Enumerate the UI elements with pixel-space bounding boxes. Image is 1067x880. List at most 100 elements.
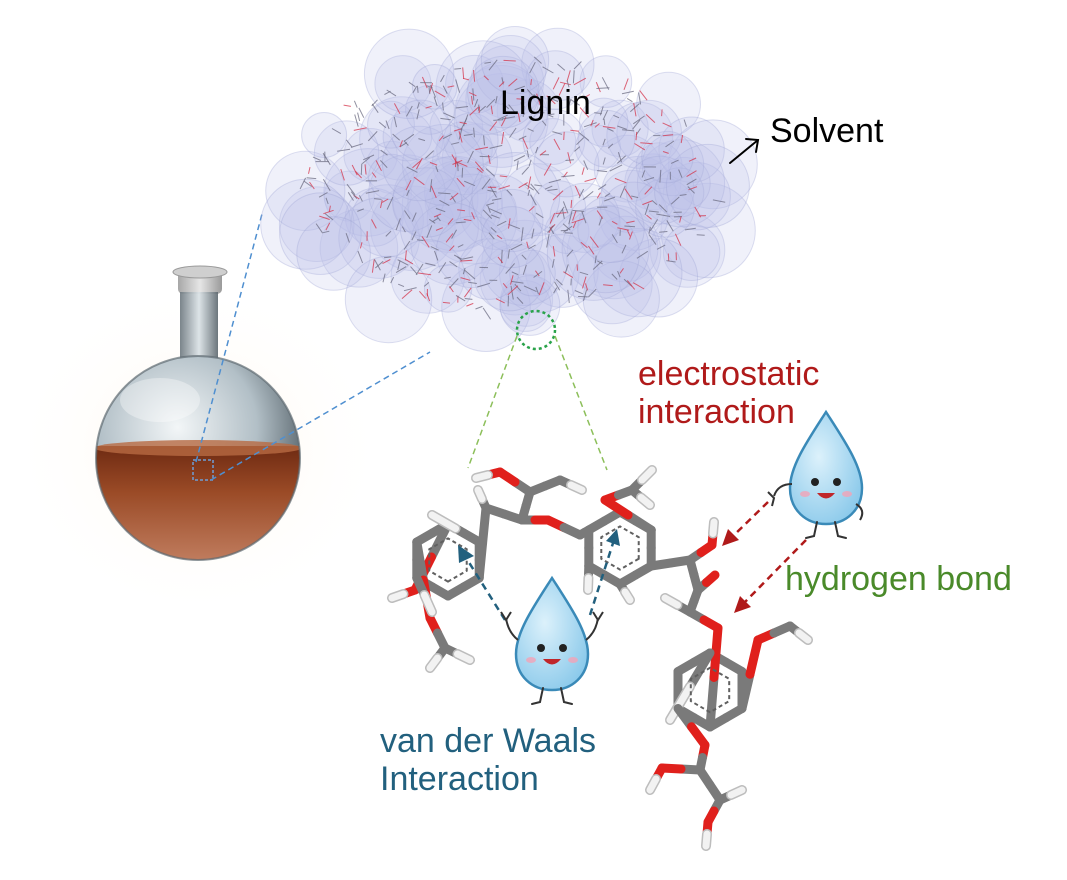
cloud-bond xyxy=(371,219,377,229)
molecule-bond xyxy=(702,570,720,587)
molecule-bond xyxy=(685,648,715,691)
cloud-sphere xyxy=(566,204,662,300)
cloud-bond xyxy=(325,222,331,231)
aromatic-ring-marker xyxy=(600,525,640,571)
cloud-bond xyxy=(489,208,502,215)
cloud-bond xyxy=(475,146,489,151)
molecule-bond xyxy=(474,486,486,503)
cloud-bond xyxy=(354,114,359,127)
cloud-bond xyxy=(535,146,539,154)
cloud-bond xyxy=(578,132,590,141)
cloud-bond xyxy=(411,212,417,222)
cloud-bond xyxy=(535,212,544,219)
cloud-bond xyxy=(449,278,459,289)
cloud-bond xyxy=(563,225,573,233)
cloud-bond xyxy=(508,223,520,230)
cloud-sphere xyxy=(382,111,433,162)
cloud-bond xyxy=(570,129,580,132)
cloud-bond xyxy=(460,277,471,281)
cloud-bond xyxy=(526,88,534,96)
cloud-bond xyxy=(405,179,412,191)
cloud-bond xyxy=(385,120,390,130)
cloud-bond xyxy=(299,177,307,190)
cloud-sphere xyxy=(374,55,432,113)
cloud-bond xyxy=(518,135,527,140)
cloud-sphere xyxy=(593,134,662,203)
cloud-bond xyxy=(485,202,495,206)
cloud-bond xyxy=(585,283,589,291)
cloud-bond xyxy=(607,143,614,149)
cloud-bond xyxy=(523,285,537,293)
cloud-bond xyxy=(359,242,363,249)
cloud-sphere xyxy=(435,40,531,136)
cloud-bond xyxy=(564,264,569,274)
cloud-bond xyxy=(667,253,670,262)
cloud-bond xyxy=(358,195,363,202)
cloud-bond xyxy=(417,239,424,242)
cloud-bond xyxy=(679,194,687,196)
cloud-bond xyxy=(511,280,524,284)
cloud-bond xyxy=(581,167,585,175)
cloud-bond xyxy=(403,287,417,292)
cloud-bond xyxy=(611,220,618,225)
cloud-bond xyxy=(463,133,473,136)
cloud-bond xyxy=(455,106,469,109)
cloud-bond xyxy=(457,162,459,172)
cloud-bond xyxy=(566,98,572,112)
cloud-bond xyxy=(594,255,597,264)
cloud-bond xyxy=(640,142,653,145)
cloud-sphere xyxy=(313,120,380,186)
cloud-bond xyxy=(461,256,474,260)
cloud-bond xyxy=(343,104,351,107)
cloud-bond xyxy=(346,183,356,196)
cloud-bond xyxy=(621,244,627,254)
cloud-bond xyxy=(555,278,563,286)
molecule-bond xyxy=(567,481,586,494)
molecule-bond xyxy=(412,537,428,585)
molecule-bond xyxy=(727,786,746,799)
cloud-bond xyxy=(508,218,511,229)
cloud-bond xyxy=(522,137,529,150)
cloud-bond xyxy=(574,290,583,295)
cloud-bond xyxy=(428,87,431,95)
molecule-bond xyxy=(478,503,491,548)
cloud-bond xyxy=(322,230,330,234)
cloud-bond xyxy=(429,179,433,193)
cloud-bond xyxy=(548,113,555,116)
cloud-sphere xyxy=(392,156,479,243)
cloud-sphere xyxy=(265,150,346,231)
lignin-solvation-cloud xyxy=(260,26,758,353)
cloud-bond xyxy=(643,177,655,182)
cloud-bond xyxy=(571,218,585,224)
cloud-bond xyxy=(435,207,446,213)
water-droplet-icon xyxy=(500,576,604,706)
cloud-bond xyxy=(642,200,653,206)
cloud-bond xyxy=(521,166,530,175)
cloud-sphere xyxy=(577,195,645,264)
cloud-bond xyxy=(309,181,315,190)
cloud-bond xyxy=(399,140,403,148)
zoom-guide-lines xyxy=(195,213,431,481)
cloud-bond xyxy=(362,154,375,161)
cloud-bond xyxy=(380,199,383,209)
cloud-sphere xyxy=(635,178,695,238)
cloud-sphere xyxy=(319,209,399,288)
cloud-sphere xyxy=(279,192,362,275)
cloud-bond xyxy=(559,81,571,86)
cloud-bond xyxy=(511,271,519,276)
cloud-bond xyxy=(449,286,454,293)
cloud-bond xyxy=(412,85,418,93)
cloud-bond xyxy=(646,214,652,220)
cloud-bond xyxy=(416,109,420,120)
cloud-bond xyxy=(425,262,436,266)
cloud-bond xyxy=(345,233,350,243)
cloud-bond xyxy=(456,177,465,187)
cloud-sphere xyxy=(599,169,663,234)
cloud-bond xyxy=(604,196,616,202)
cloud-bond xyxy=(632,282,645,290)
cloud-bond xyxy=(619,185,626,198)
cloud-bond xyxy=(325,197,329,205)
cloud-bond xyxy=(357,208,364,212)
cloud-bond xyxy=(626,280,636,290)
cloud-bond xyxy=(644,186,653,195)
